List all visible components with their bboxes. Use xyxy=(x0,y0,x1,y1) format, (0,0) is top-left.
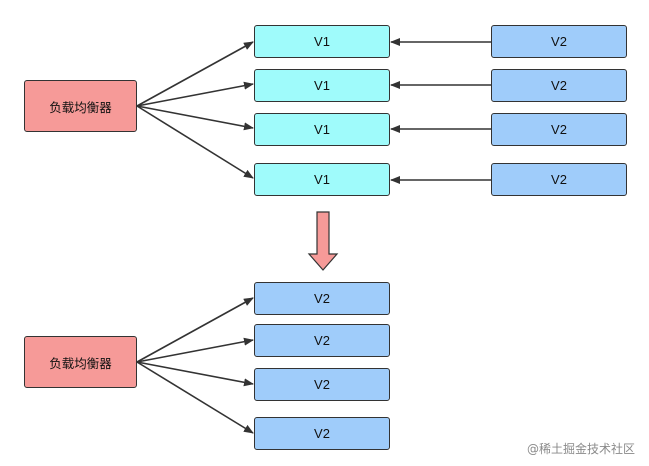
v2-source-4: V2 xyxy=(491,163,627,196)
arrow-lb-to-v1-2 xyxy=(136,81,254,107)
watermark: @稀土掘金技术社区 xyxy=(526,442,635,456)
load-balancer-bottom: 负载均衡器 xyxy=(24,336,137,388)
arrow-lb2-to-v2-2 xyxy=(136,337,254,363)
v1-server-2: V1 xyxy=(254,69,390,102)
v2-server-3: V2 xyxy=(254,368,390,401)
arrow-lb-to-v1-1 xyxy=(136,41,254,107)
arrow-lb-to-v1-3 xyxy=(136,105,254,131)
v2-source-3: V2 xyxy=(491,113,627,146)
v1-server-3: V1 xyxy=(254,113,390,146)
v2-server-2: V2 xyxy=(254,324,390,357)
v1-server-1: V1 xyxy=(254,25,390,58)
transition-down-arrow xyxy=(307,211,339,271)
arrow-lb2-to-v2-3 xyxy=(136,361,254,387)
arrow-lb2-to-v2-1 xyxy=(136,297,254,363)
arrow-lb-to-v1-4 xyxy=(136,105,254,179)
v1-server-4: V1 xyxy=(254,163,390,196)
v2-server-4: V2 xyxy=(254,417,390,450)
v2-source-2: V2 xyxy=(491,69,627,102)
arrow-lb2-to-v2-4 xyxy=(136,361,254,434)
v2-server-1: V2 xyxy=(254,282,390,315)
load-balancer-top: 负载均衡器 xyxy=(24,80,137,132)
v2-source-1: V2 xyxy=(491,25,627,58)
